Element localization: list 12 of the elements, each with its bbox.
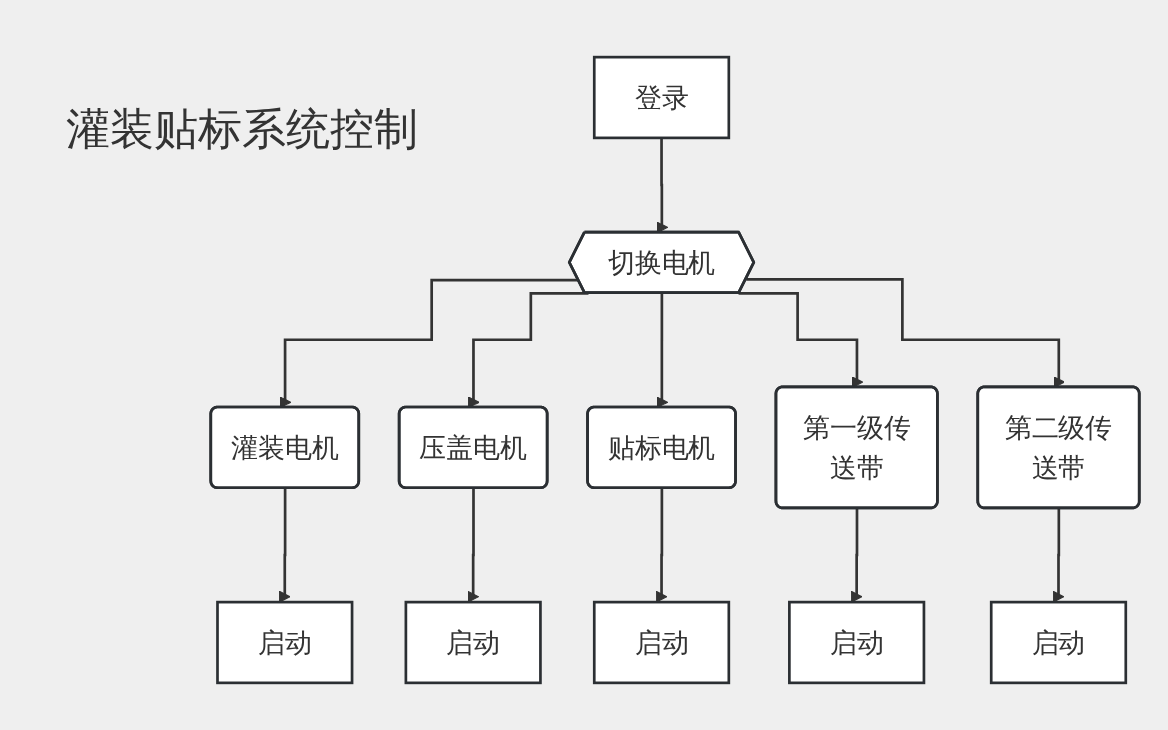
arrow: [850, 507, 863, 603]
arrow: [467, 487, 480, 603]
diagram-title: 灌装贴标系统控制: [66, 102, 418, 156]
node-box: 启动: [216, 600, 354, 685]
node-box: 启动: [788, 600, 926, 685]
arrow: [1052, 507, 1065, 603]
node-box: 启动: [404, 600, 542, 685]
node-box: 启动: [989, 600, 1128, 685]
arrow: [278, 487, 291, 603]
node-box: 启动: [592, 600, 731, 685]
node-box: 登录: [592, 55, 731, 140]
arrow: [655, 487, 668, 603]
